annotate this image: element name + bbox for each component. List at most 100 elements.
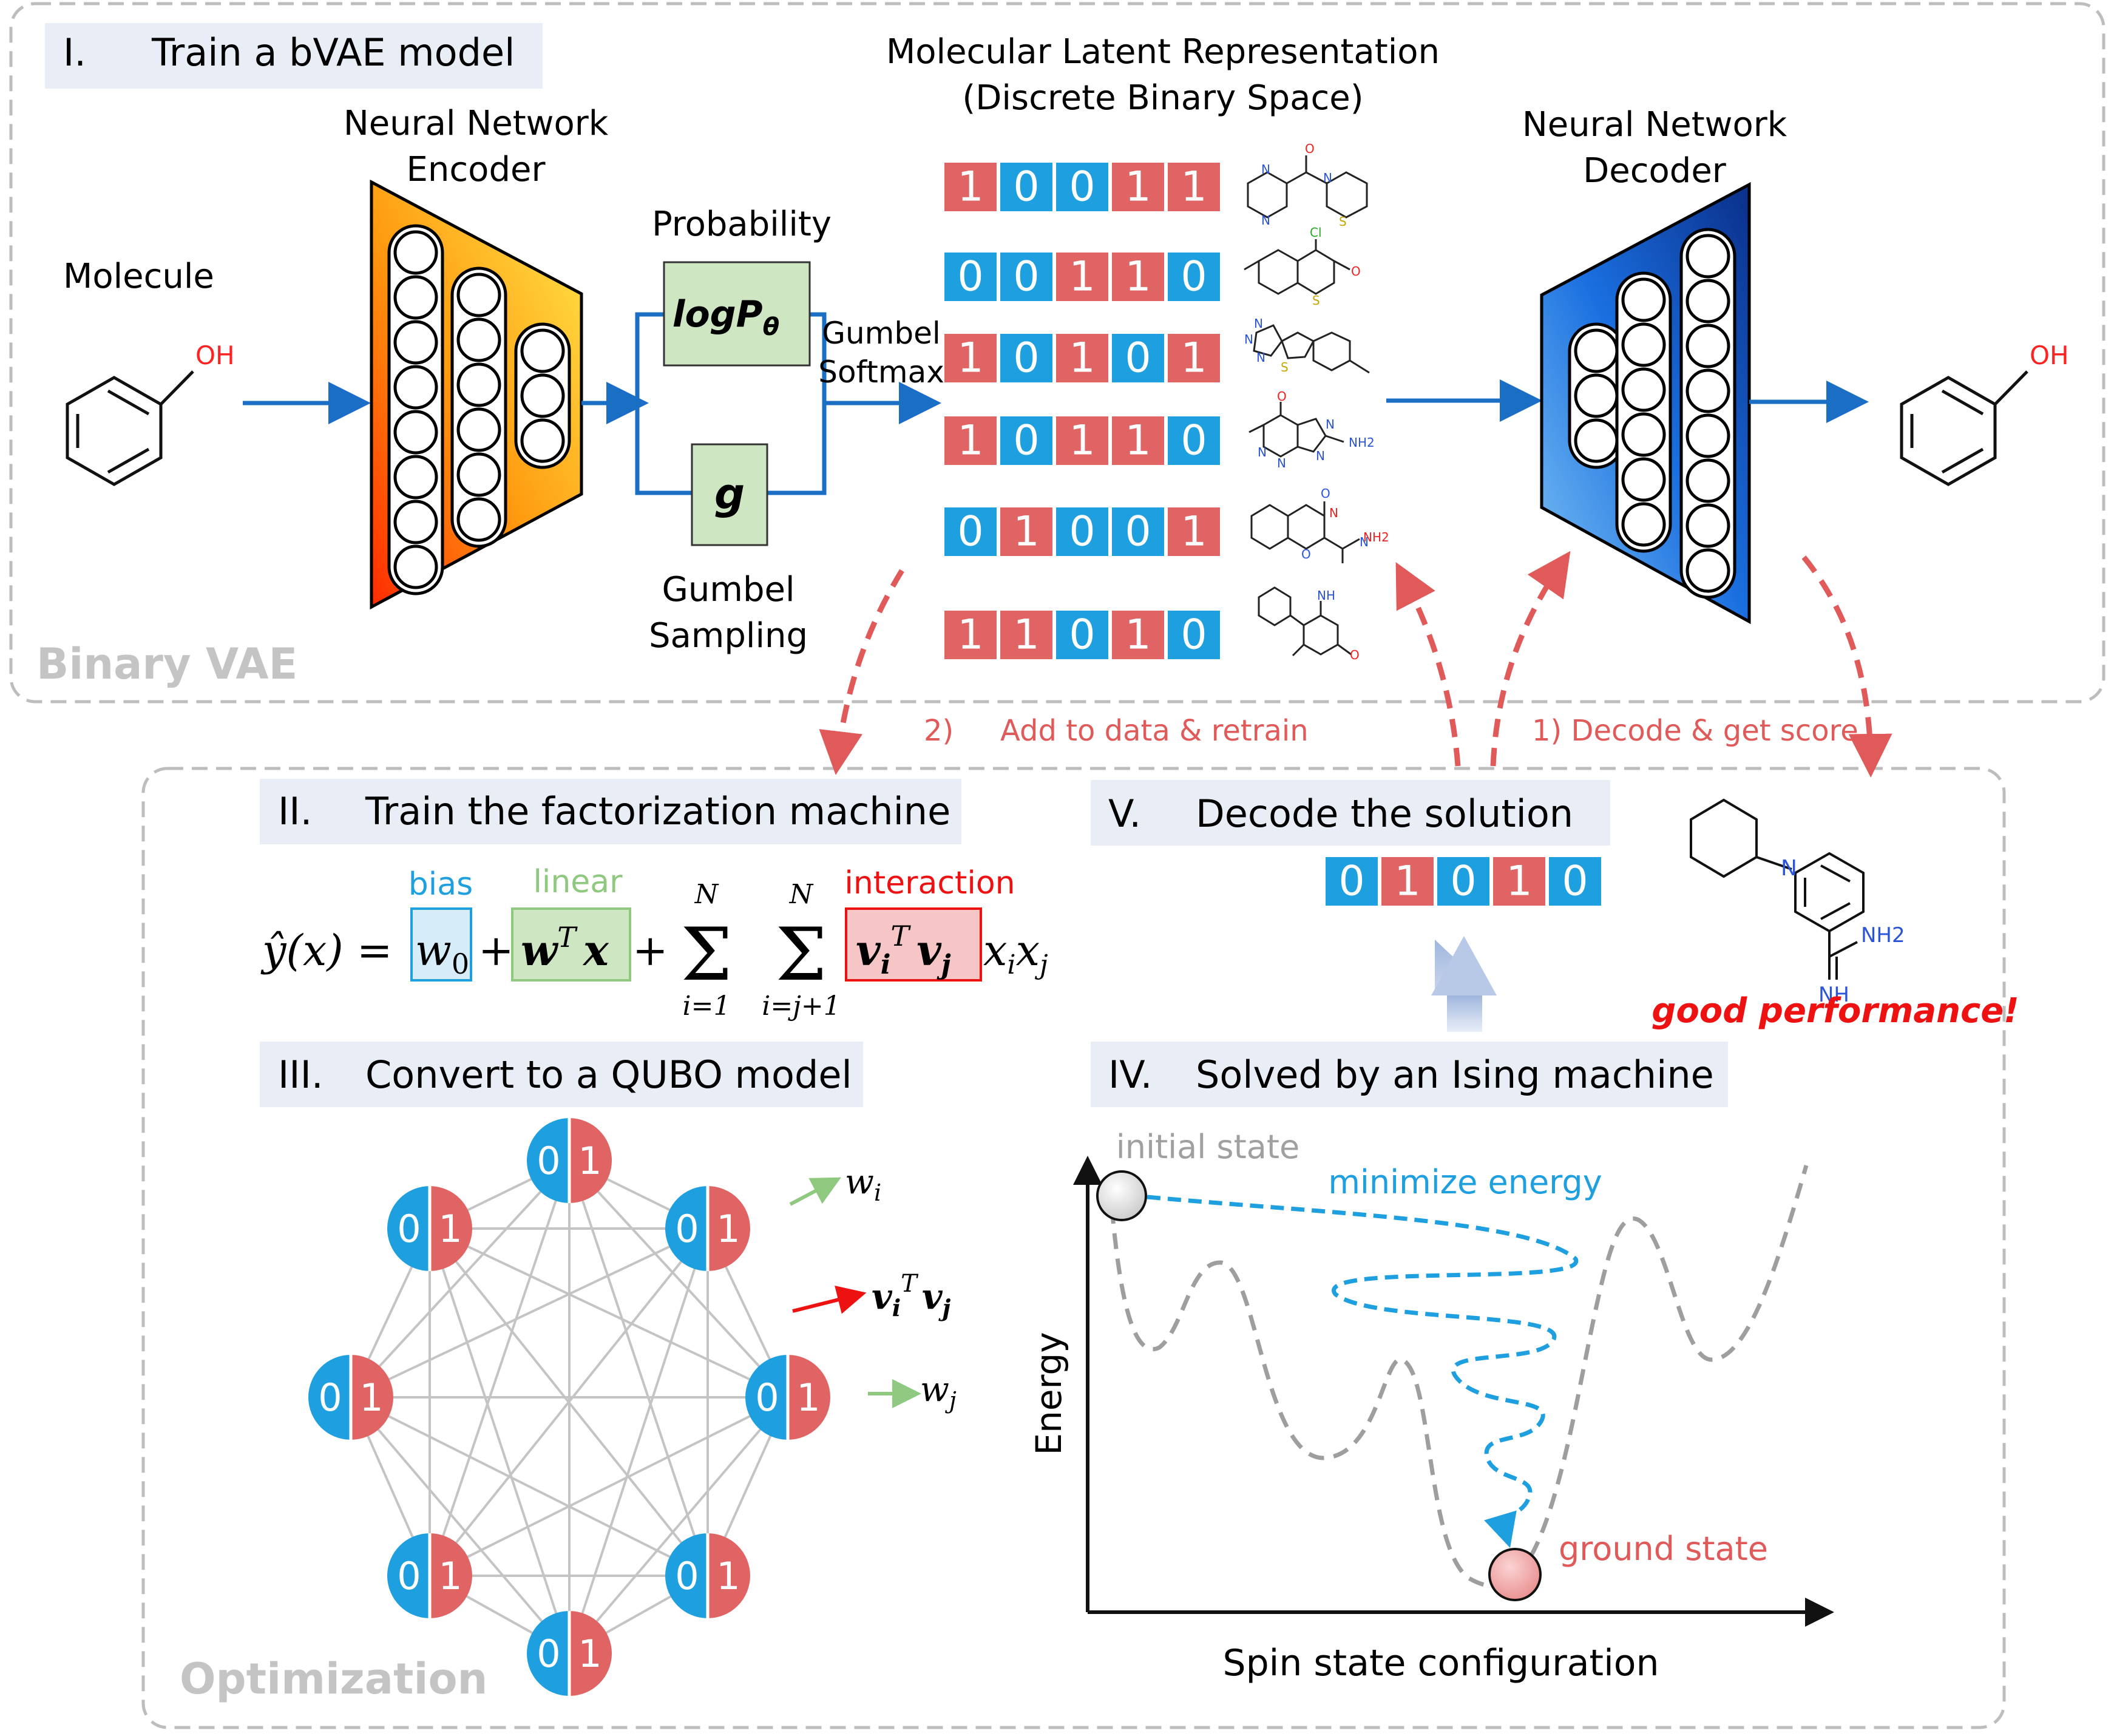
svg-text:0: 0 <box>1181 416 1207 464</box>
svg-text:1: 1 <box>957 334 983 382</box>
molecule-atom-label: N <box>1323 171 1332 185</box>
svg-text:0: 0 <box>1450 857 1476 905</box>
svg-text:1: 1 <box>1181 334 1207 382</box>
g-label: g <box>714 469 745 519</box>
encoder-layer-1-neuron <box>393 544 438 589</box>
encoder-layer-1 <box>387 224 444 595</box>
wi-label: wi <box>845 1162 881 1206</box>
energy-axis-label: Energy <box>1028 1332 1069 1455</box>
decoder-layer-3-neuron <box>1685 503 1730 548</box>
latent-code-row-1-bit-5: 1 <box>1168 163 1220 211</box>
latent-code-row-4-bit-2: 0 <box>1000 416 1052 465</box>
molecule-atom-label: N <box>1329 506 1338 520</box>
molecule-atom-label: S <box>1312 293 1320 308</box>
section-v-header <box>1091 780 1610 846</box>
latent-code-row-3-bit-3: 1 <box>1056 334 1108 382</box>
encoder-layer-3-neuron <box>520 418 565 463</box>
decode-feedback-arrow <box>1490 551 1571 767</box>
section-ii-header <box>260 779 961 844</box>
probability-label: Probability <box>652 205 832 244</box>
svg-text:0: 0 <box>1013 334 1039 382</box>
latent-code-row-5-bit-5: 1 <box>1168 507 1220 556</box>
latent-code-row-5-bit-4: 0 <box>1112 507 1164 556</box>
encoder-layer-1-neuron <box>393 275 438 320</box>
svg-text:0: 0 <box>1181 253 1207 300</box>
svg-text:0: 0 <box>397 1554 421 1598</box>
g-box <box>691 443 768 546</box>
decoder-layer-1-neuron <box>1574 373 1619 418</box>
decoder-layer-1-neuron <box>1574 418 1619 463</box>
encoder-layer-1-neuron <box>393 455 438 500</box>
latent-title-line1: Molecular Latent Representation <box>886 32 1440 72</box>
svg-text:0: 0 <box>318 1375 342 1420</box>
svg-text:1: 1 <box>438 1554 462 1598</box>
qubo-edge <box>350 1396 708 1577</box>
svg-text:0: 0 <box>1181 611 1207 659</box>
molecule-atom-label: N <box>1244 332 1253 347</box>
decoder-layer-3-neuron <box>1685 324 1730 368</box>
encoder-layer-3-neuron <box>520 328 565 373</box>
optimization-watermark: Optimization <box>180 1654 487 1704</box>
qubo-edge <box>429 1227 788 1399</box>
molecule-atom-label: N <box>1326 417 1335 432</box>
svg-text:1: 1 <box>1125 163 1151 211</box>
latent-code-row-2-bit-3: 1 <box>1056 253 1108 301</box>
energy-landscape-curve <box>1110 1165 1809 1589</box>
molecule-atom-label: N <box>1277 456 1286 470</box>
encoder-layer-1-neuron <box>393 365 438 410</box>
latent-code-row-6-bit-5: 0 <box>1168 611 1220 659</box>
section-iii-number: III. <box>278 1053 324 1097</box>
formula-tail: xixj <box>983 926 1048 980</box>
qubo-edge <box>350 1227 708 1399</box>
molecule-atom-label: N <box>1256 350 1265 365</box>
decoder-layer-3-neuron <box>1685 368 1730 413</box>
molecule-thumb-1 <box>1247 155 1368 219</box>
molecule-thumb-4 <box>1248 402 1344 458</box>
encoder-layer-2-neuron <box>456 317 501 362</box>
decoder-layer-2-neuron <box>1621 277 1666 322</box>
molecule-atom-label: Cl <box>1310 225 1322 240</box>
svg-text:0: 0 <box>1338 857 1364 905</box>
section-ii-title: Train the factorization machine <box>365 789 950 833</box>
svg-text:1: 1 <box>1069 253 1095 300</box>
svg-text:0: 0 <box>957 253 983 300</box>
svg-text:0: 0 <box>537 1139 560 1183</box>
sum-2-top: N <box>789 879 814 910</box>
encoder-layer-1-neuron <box>393 320 438 365</box>
svg-text:1: 1 <box>716 1207 740 1251</box>
decoder-label-line2: Decoder <box>1583 151 1727 191</box>
result-nh-label: NH <box>1818 983 1849 1007</box>
encoder-layer-2-neuron <box>456 273 501 317</box>
molecule-label: Molecule <box>63 257 214 296</box>
molecule-atom-label: N <box>1360 535 1369 549</box>
svg-text:1: 1 <box>1506 857 1532 905</box>
binary-vae-watermark: Binary VAE <box>36 639 297 689</box>
formula-lhs: ŷ(x) = <box>260 926 393 975</box>
solution-code-bit-4: 1 <box>1493 857 1545 906</box>
latent-code-row-2-bit-2: 0 <box>1000 253 1052 301</box>
section-i-header <box>45 23 543 89</box>
initial-state-ball <box>1096 1170 1147 1221</box>
svg-text:1: 1 <box>1125 611 1151 659</box>
svg-text:1: 1 <box>359 1375 383 1420</box>
retrain-arrow <box>819 569 904 775</box>
latent-code-row-3-bit-5: 1 <box>1168 334 1220 382</box>
decoder-layer-3 <box>1679 228 1736 599</box>
output-phenol-structure <box>1900 370 2028 486</box>
logp-label: logPθ <box>672 293 779 341</box>
